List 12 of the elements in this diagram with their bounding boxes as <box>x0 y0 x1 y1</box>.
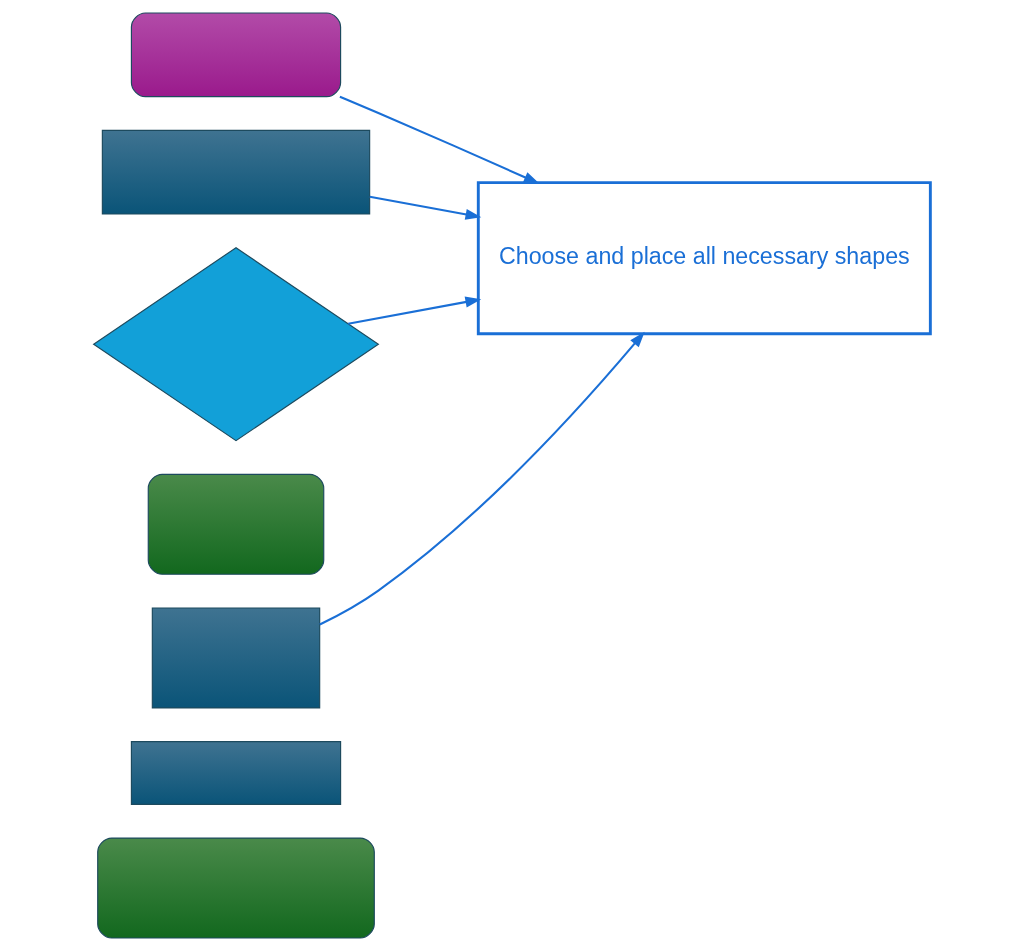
arrow <box>369 195 482 220</box>
node-box <box>130 741 342 805</box>
node-pill <box>97 837 375 939</box>
node-box: Choose and place all necessary shapes <box>476 181 932 336</box>
node-pill <box>130 12 342 98</box>
arrow <box>348 296 482 325</box>
arrow <box>339 95 540 184</box>
arrow <box>319 331 645 626</box>
node-box <box>101 129 371 215</box>
node-pill <box>147 473 325 575</box>
node-diamond <box>92 247 380 442</box>
node-box <box>151 607 321 709</box>
